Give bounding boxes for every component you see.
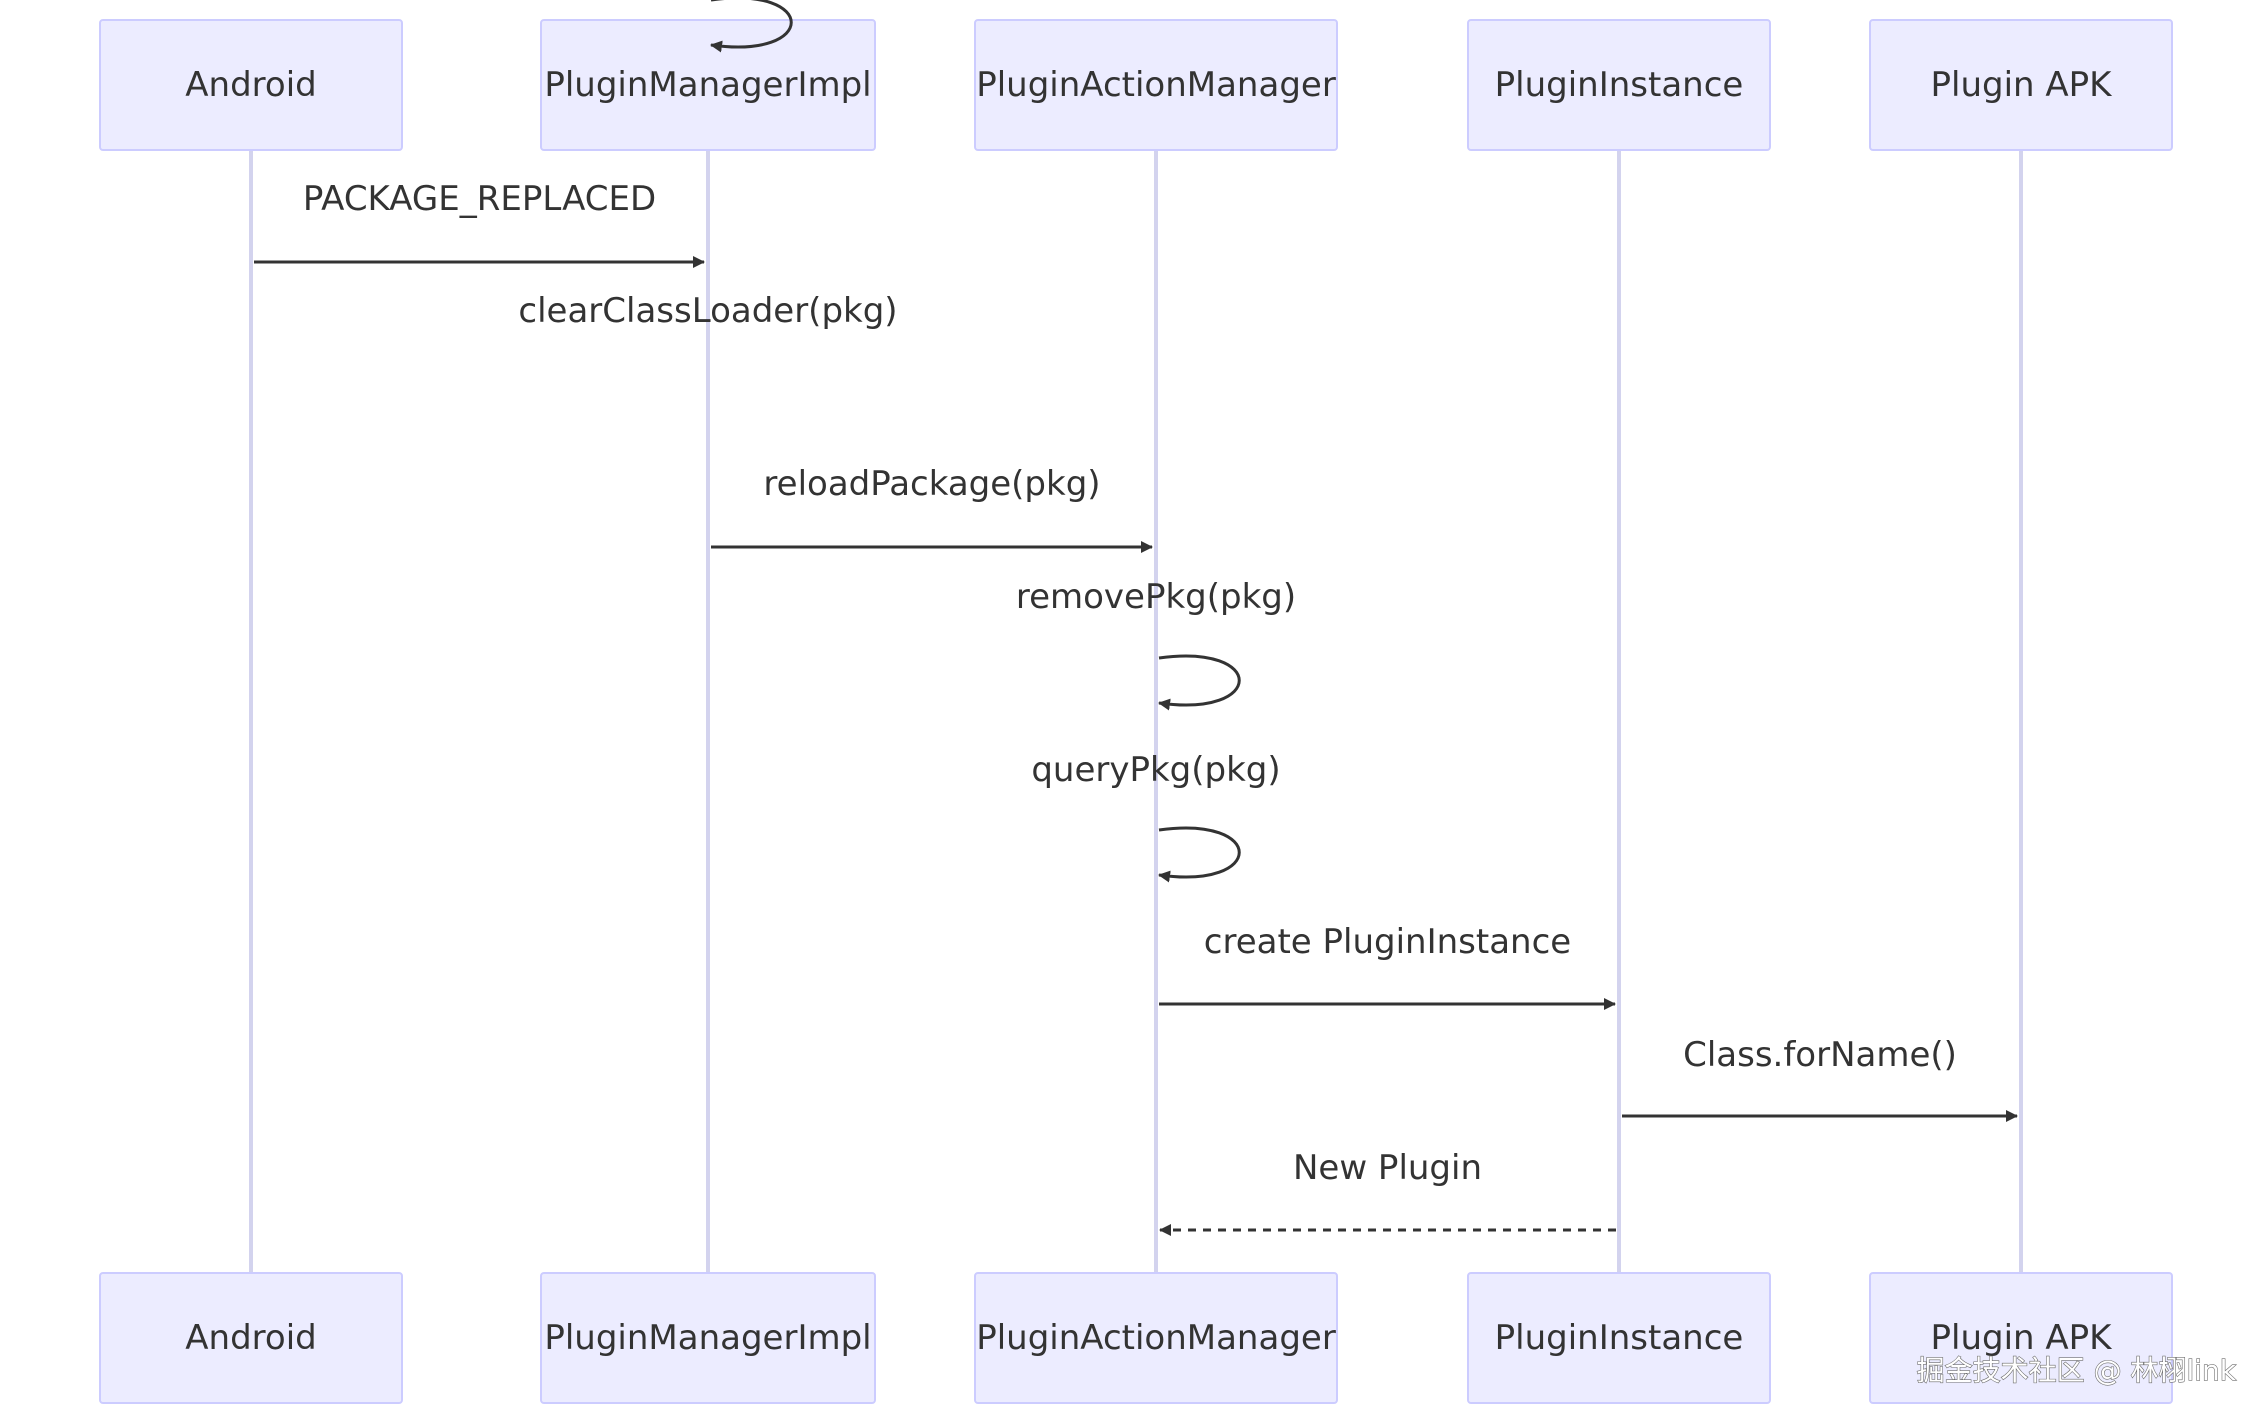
actor-label: PluginInstance [1495,1318,1744,1358]
message-5: queryPkg(pkg) [1031,750,1281,883]
actor-label: PluginActionManager [976,1318,1336,1358]
actor-top-plugin-apk: Plugin APK [1869,19,2173,151]
self-message-loop [710,0,793,53]
watermark-text: 掘金技术社区 @ 林栩link [1917,1354,2237,1387]
message-1: PACKAGE_REPLACED [254,179,705,268]
self-message-loop [1158,826,1241,883]
actor-box [540,1272,876,1404]
actor-label: Plugin APK [1931,1318,2114,1358]
message-label: clearClassLoader(pkg) [518,291,897,331]
messages: PACKAGE_REPLACED clearClassLoader(pkg) rel… [254,0,2018,1236]
message-4: removePkg(pkg) [1016,577,1296,711]
actor-box [1467,1272,1771,1404]
actor-bottom-plugin-apk: Plugin APK [1869,1272,2173,1404]
actor-label: Plugin APK [1931,65,2114,105]
actor-label: Android [185,1318,316,1358]
message-label: Class.forName() [1683,1035,1957,1075]
message-label: create PluginInstance [1204,922,1571,962]
message-label: removePkg(pkg) [1016,577,1296,617]
actor-top-plugininstance: PluginInstance [1467,19,1771,151]
actor-box [1467,19,1771,151]
actor-box [1869,1272,2173,1404]
actor-bottom-pluginmanagerimpl: PluginManagerImpl [540,1272,876,1404]
actor-top-pluginactionmanager: PluginActionManager [974,19,1338,151]
actor-box [99,1272,403,1404]
actor-box [1869,19,2173,151]
actor-bottom-android: Android [99,1272,403,1404]
message-3: reloadPackage(pkg) [711,464,1153,553]
actor-label: Android [185,65,316,105]
actor-bottom-plugininstance: PluginInstance [1467,1272,1771,1404]
actor-label: PluginManagerImpl [544,1318,871,1358]
message-6: create PluginInstance [1159,922,1616,1010]
message-label: reloadPackage(pkg) [763,464,1100,504]
actor-label: PluginActionManager [976,65,1336,105]
actor-label: PluginInstance [1495,65,1744,105]
actor-bottom-pluginactionmanager: PluginActionManager [974,1272,1338,1404]
lifelines [249,150,2023,1273]
message-7: Class.forName() [1622,1035,2018,1122]
actors-bottom: Android PluginManagerImpl PluginActionMana… [99,1272,2173,1404]
actors-top: Android PluginManagerImpl PluginActionMana… [99,19,2173,151]
actor-top-android: Android [99,19,403,151]
self-message-loop [1158,654,1241,711]
message-2: clearClassLoader(pkg) [518,0,898,331]
message-8: New Plugin [1159,1148,1616,1236]
actor-box [540,19,876,151]
actor-top-pluginmanagerimpl: PluginManagerImpl [540,19,876,151]
message-label: queryPkg(pkg) [1031,750,1280,790]
actor-box [99,19,403,151]
message-label: PACKAGE_REPLACED [303,179,656,219]
message-label: New Plugin [1293,1148,1482,1188]
actor-box [974,1272,1338,1404]
actor-label: PluginManagerImpl [544,65,871,105]
actor-box [974,19,1338,151]
